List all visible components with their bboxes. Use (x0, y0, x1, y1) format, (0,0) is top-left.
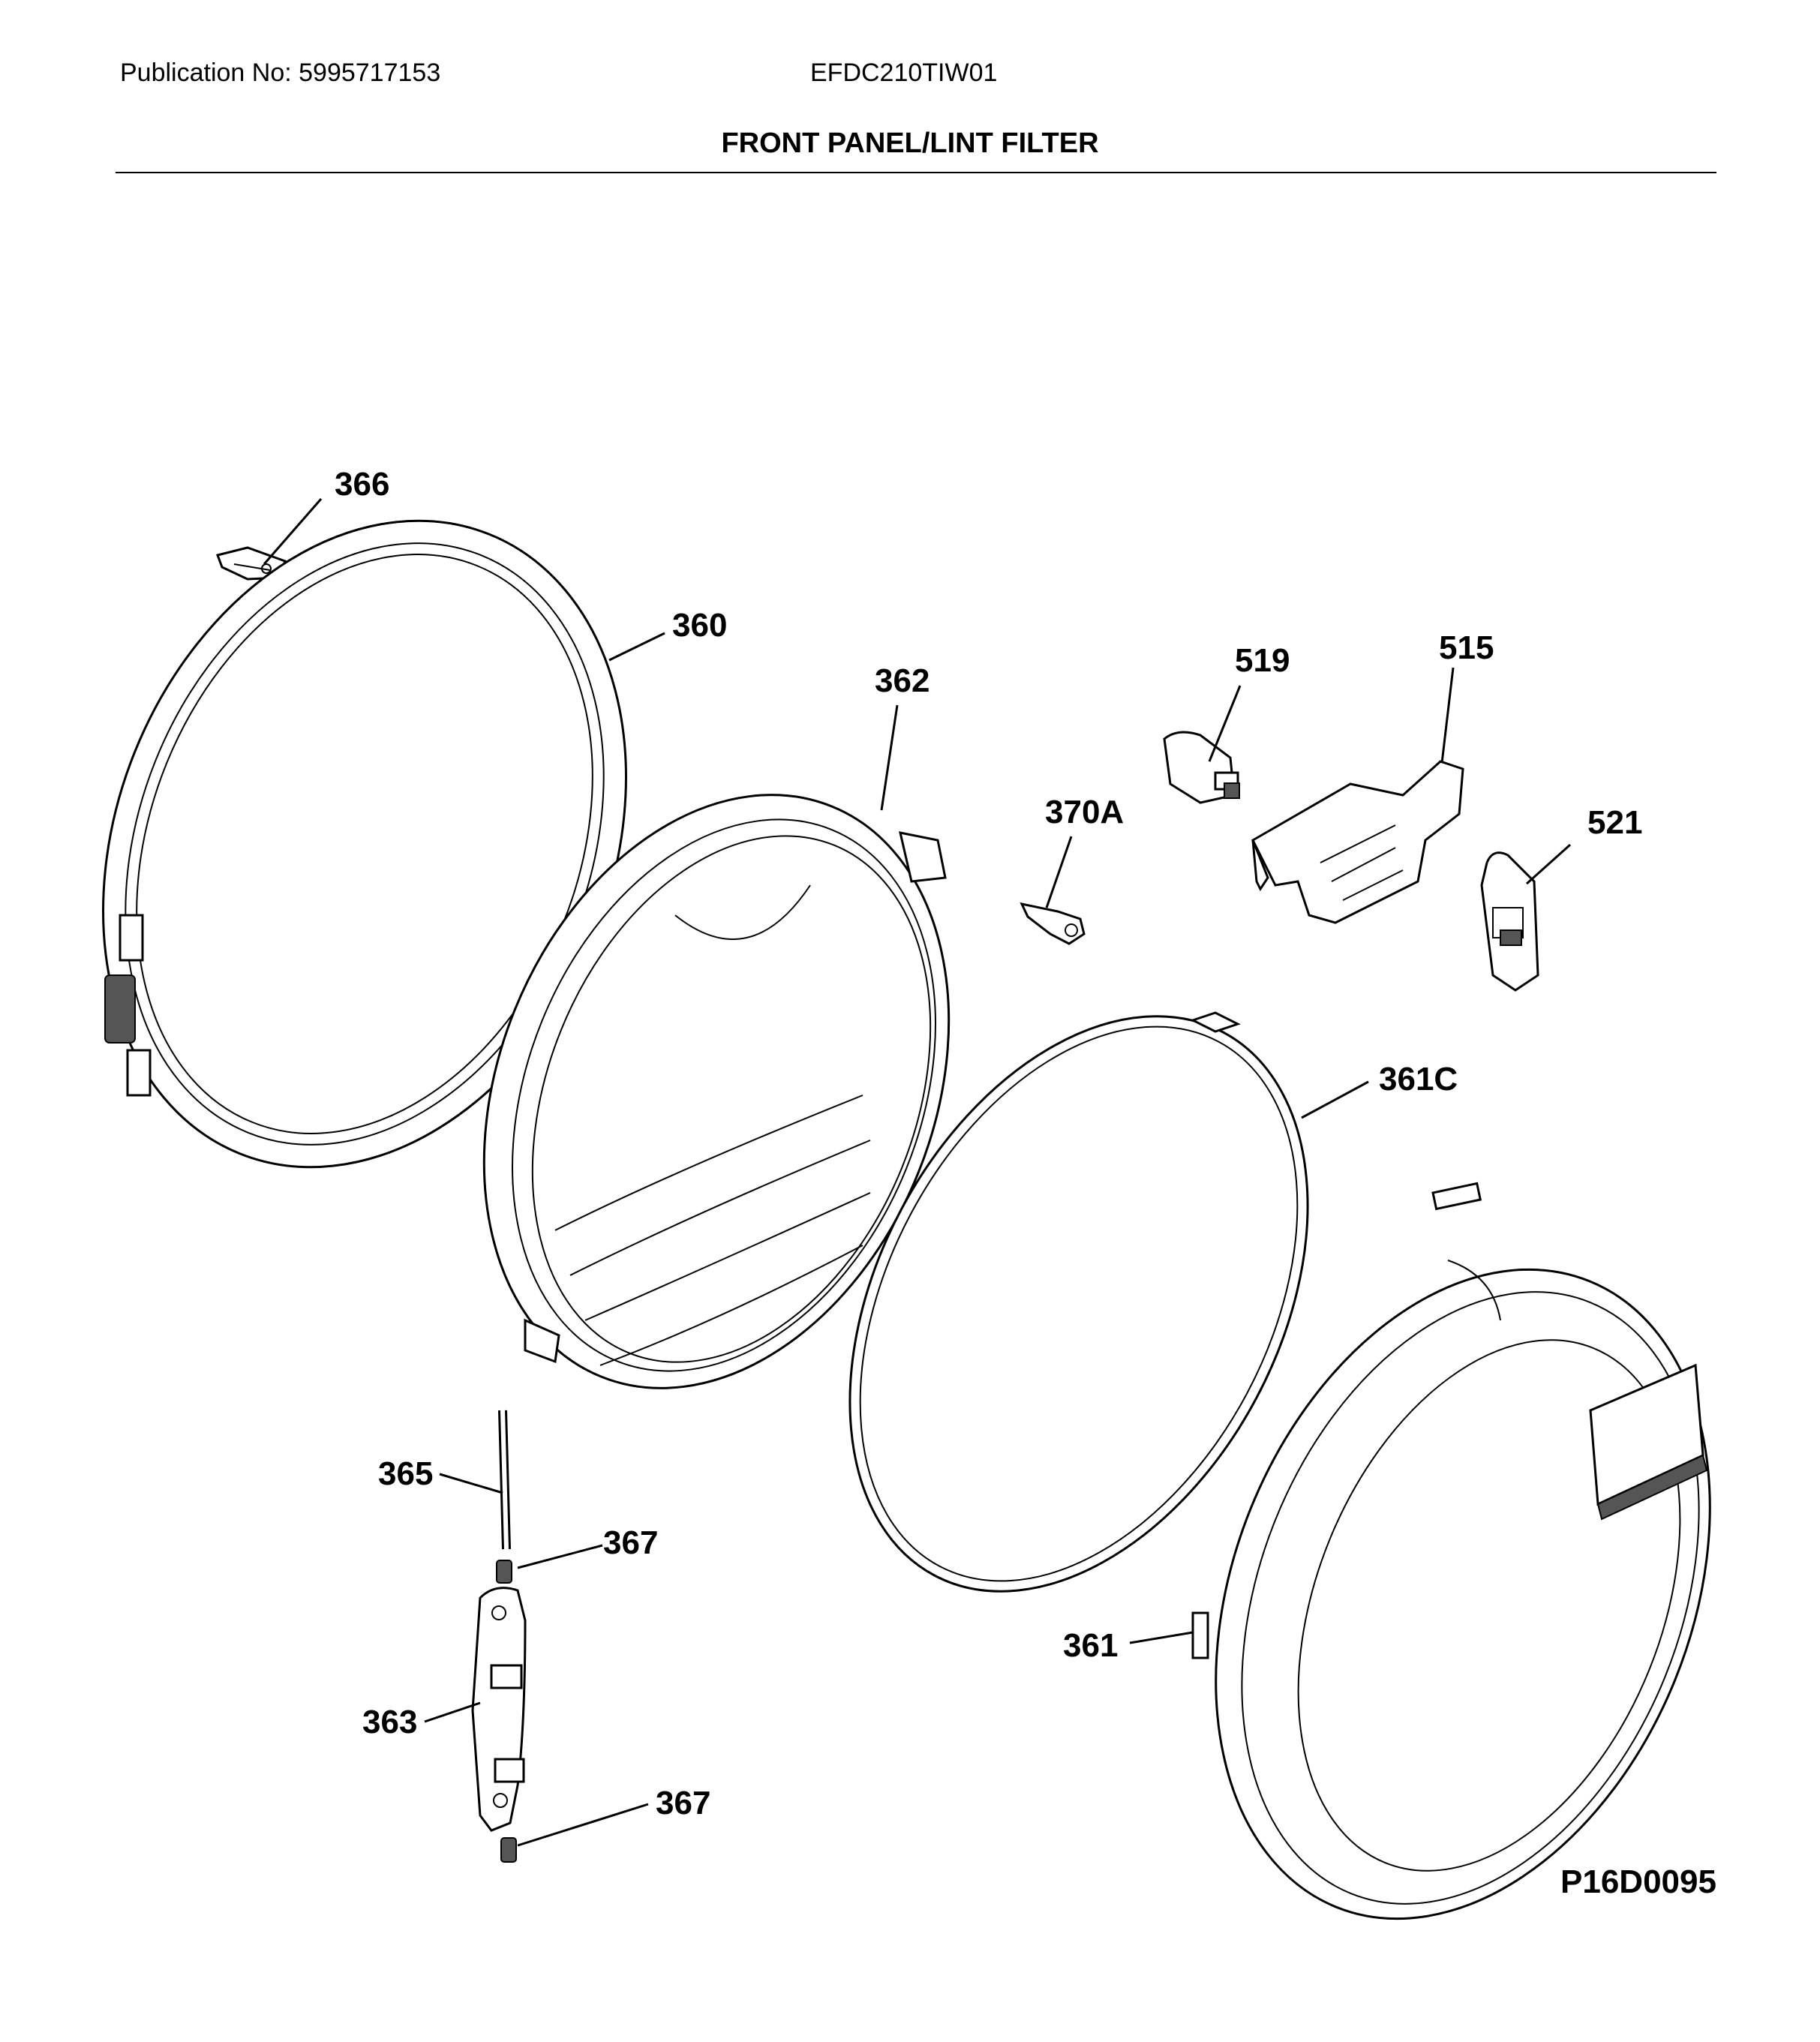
label-370a: 370A (1045, 794, 1124, 830)
part-365-rod (498, 1410, 511, 1550)
page-title: FRONT PANEL/LINT FILTER (721, 128, 1099, 159)
leader-lines (263, 498, 1572, 1847)
part-367-screw-lower (500, 1837, 517, 1863)
label-363: 363 (362, 1704, 417, 1740)
label-521: 521 (1587, 804, 1642, 841)
part-361-door (1191, 1182, 1711, 1920)
label-367-lower: 367 (656, 1785, 710, 1821)
label-362: 362 (875, 662, 930, 699)
label-519: 519 (1235, 642, 1290, 679)
publication-number: Publication No: 5995717153 (120, 59, 441, 87)
diagram-code: P16D0095 (1560, 1863, 1716, 1900)
label-361: 361 (1063, 1627, 1118, 1664)
label-365: 365 (378, 1455, 433, 1492)
label-360: 360 (672, 607, 727, 644)
part-515-switch-assembly (1251, 760, 1464, 924)
model-number: EFDC210TIW01 (810, 59, 998, 87)
label-515: 515 (1439, 629, 1494, 666)
part-370a-pin (1020, 902, 1086, 945)
part-363-hinge (471, 1587, 527, 1832)
part-519-sensor (1163, 731, 1240, 804)
part-521-latch (1480, 851, 1539, 992)
label-366: 366 (335, 466, 389, 503)
label-361c: 361C (1379, 1061, 1458, 1098)
part-367-screw-upper (496, 1560, 512, 1584)
part-366-clip (216, 546, 287, 581)
header-divider (116, 172, 1716, 173)
part-362-lint-housing (482, 794, 951, 1389)
label-367-upper: 367 (603, 1524, 658, 1561)
part-361c-gasket (848, 1011, 1309, 1593)
